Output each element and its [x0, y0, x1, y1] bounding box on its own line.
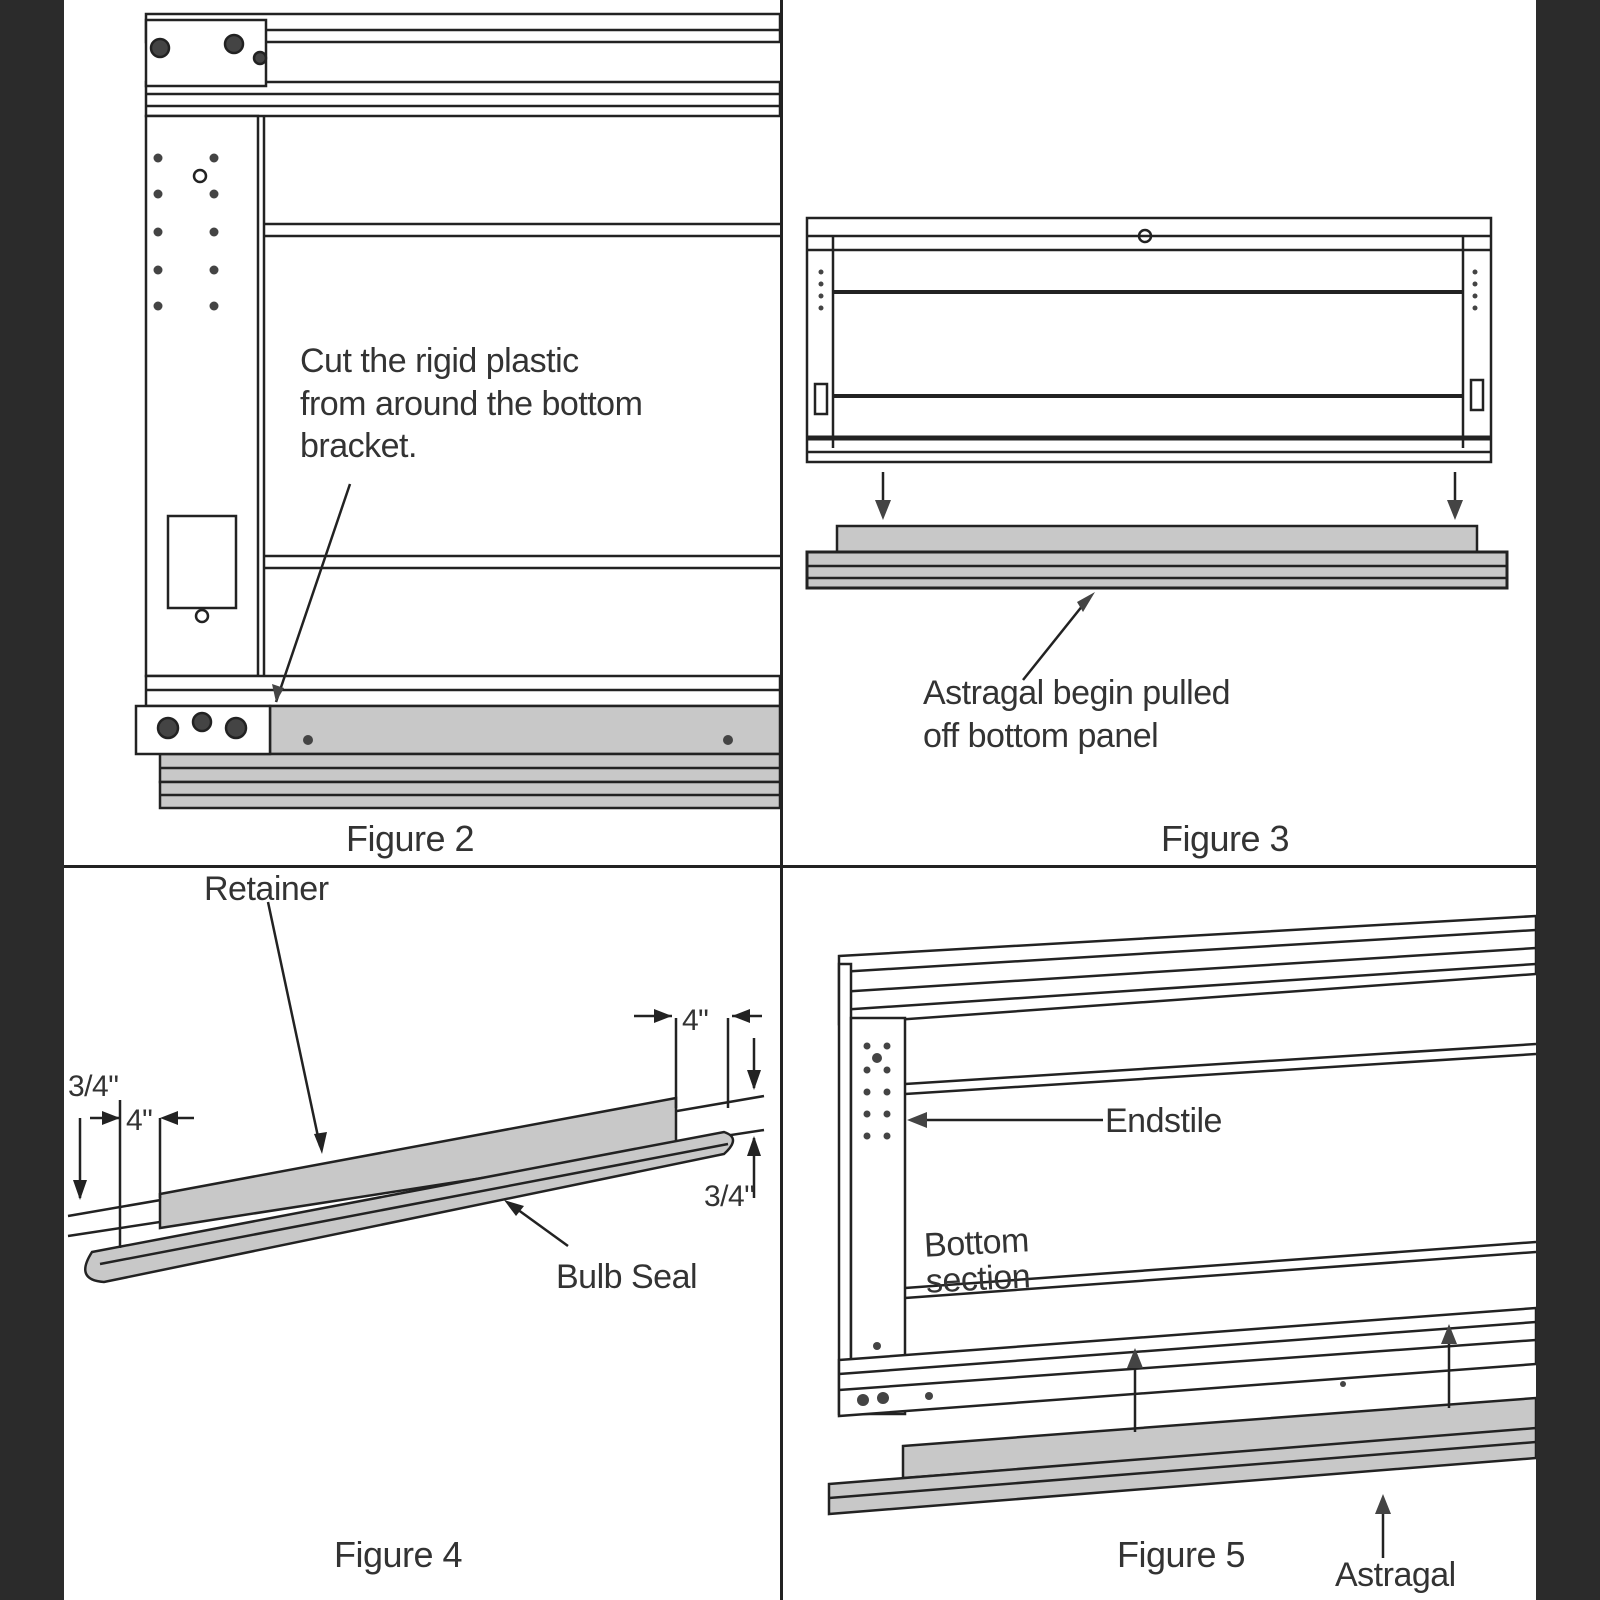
figure-4-drawing — [67, 901, 765, 1284]
figure-5-panel: Endstile Bottom section Figure 5 Astraga… — [783, 868, 1536, 1600]
figure-5-drawing — [827, 914, 1536, 1558]
endstile-label: Endstile — [1105, 1102, 1222, 1140]
dimension-left-top: 3/4" — [68, 1070, 119, 1103]
figure-5-caption: Figure 5 — [1117, 1534, 1246, 1575]
dimension-right-side: 3/4" — [704, 1180, 755, 1213]
horizontal-divider — [64, 865, 1536, 868]
figure-3-panel: Astragal begin pulled off bottom panel F… — [783, 0, 1536, 865]
figure-4-caption: Figure 4 — [334, 1534, 463, 1575]
figure-3-drawing — [805, 216, 1509, 681]
figure-2-panel: Cut the rigid plastic from around the bo… — [64, 0, 780, 865]
figure-2-note: Cut the rigid plastic from around the bo… — [300, 342, 643, 465]
dimension-left-inner: 4" — [126, 1104, 153, 1137]
figure-2-drawing — [134, 12, 780, 810]
figure-4-panel: Retainer 4" 3/4" 4" 3/4" Bulb Seal Figur… — [64, 868, 780, 1600]
figure-3-caption: Figure 3 — [1161, 818, 1290, 859]
vertical-divider — [780, 0, 783, 1600]
bottom-section-label: Bottom section — [923, 1221, 1032, 1301]
figure-3-note: Astragal begin pulled off bottom panel — [923, 674, 1231, 755]
astragal-label: Astragal — [1335, 1556, 1456, 1594]
figure-2-caption: Figure 2 — [346, 818, 475, 859]
bulb-seal-label: Bulb Seal — [556, 1258, 698, 1296]
instruction-sheet: Cut the rigid plastic from around the bo… — [64, 0, 1536, 1600]
dimension-top-right: 4" — [682, 1004, 709, 1037]
retainer-label: Retainer — [204, 870, 329, 908]
